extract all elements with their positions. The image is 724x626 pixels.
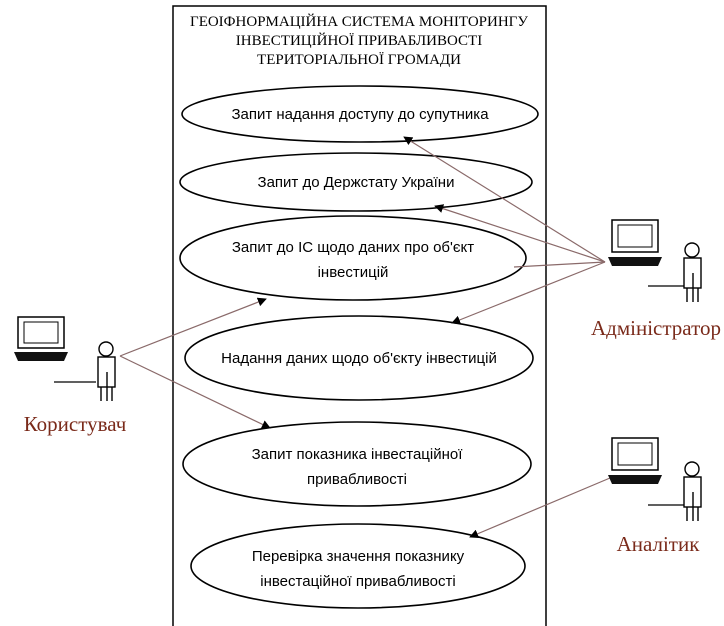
use-case-label-line-2: інвестаційної привабливості	[260, 573, 455, 590]
computer-icon	[608, 437, 690, 506]
use-case-label: Запит до Держстату України	[258, 174, 455, 191]
use-case-provide-investment-data[interactable]: Надання даних щодо об'єкту інвестицій	[184, 315, 534, 401]
association-admin-uc4	[451, 261, 606, 325]
computer-icon	[608, 219, 690, 287]
association-user-uc5	[119, 355, 271, 429]
use-case-label: Надання даних щодо об'єкту інвестицій	[221, 350, 497, 367]
actor-analyst-label: Аналітик	[617, 532, 701, 556]
use-case-access-satellite[interactable]: Запит надання доступу до супутника	[181, 85, 539, 143]
actor-user[interactable]	[14, 316, 116, 401]
use-case-label-line-2: привабливості	[307, 471, 407, 488]
use-case-label-line-2: інвестицій	[318, 264, 389, 281]
use-case-label-line-1: Перевірка значення показнику	[252, 548, 465, 565]
use-case-check-attractiveness-index[interactable]: Перевірка значення показнику інвестаційн…	[190, 523, 526, 609]
system-boundary	[172, 5, 547, 626]
person-icon	[97, 341, 116, 401]
association-admin-uc1	[403, 136, 606, 263]
association-analyst-uc6	[469, 477, 611, 539]
system-title-line-3: ТЕРИТОРІАЛЬНОЇ ГРОМАДИ	[257, 51, 461, 68]
use-case-label: Запит надання доступу до супутника	[231, 106, 489, 123]
use-case-label-line-1: Запит до ІС щодо даних про об'єкт	[232, 239, 474, 256]
actor-admin-label: Адміністратор	[591, 316, 721, 340]
association-user-uc3	[119, 297, 267, 357]
actor-analyst[interactable]	[608, 437, 702, 521]
system-title-line-1: ГЕОІФНОРМАЦІЙНА СИСТЕМА МОНІТОРИНГУ	[190, 13, 528, 30]
actor-admin[interactable]	[608, 219, 702, 302]
system-title-line-2: ІНВЕСТИЦІЙНОЇ ПРИВАБЛИВОСТІ	[236, 32, 482, 49]
association-admin-uc3	[513, 261, 606, 268]
person-icon	[683, 242, 702, 302]
person-icon	[683, 461, 702, 521]
use-case-derzhstat-request[interactable]: Запит до Держстату України	[179, 152, 533, 212]
use-case-request-attractiveness-index[interactable]: Запит показника інвестаційної привабливо…	[182, 421, 532, 507]
use-case-label-line-1: Запит показника інвестаційної	[252, 446, 464, 463]
associations	[119, 136, 611, 539]
use-case-is-request-investment-object[interactable]: Запит до ІС щодо даних про об'єкт інвест…	[179, 215, 527, 301]
computer-icon	[14, 316, 96, 383]
actor-user-label: Користувач	[24, 412, 127, 436]
association-admin-uc2	[434, 204, 606, 263]
